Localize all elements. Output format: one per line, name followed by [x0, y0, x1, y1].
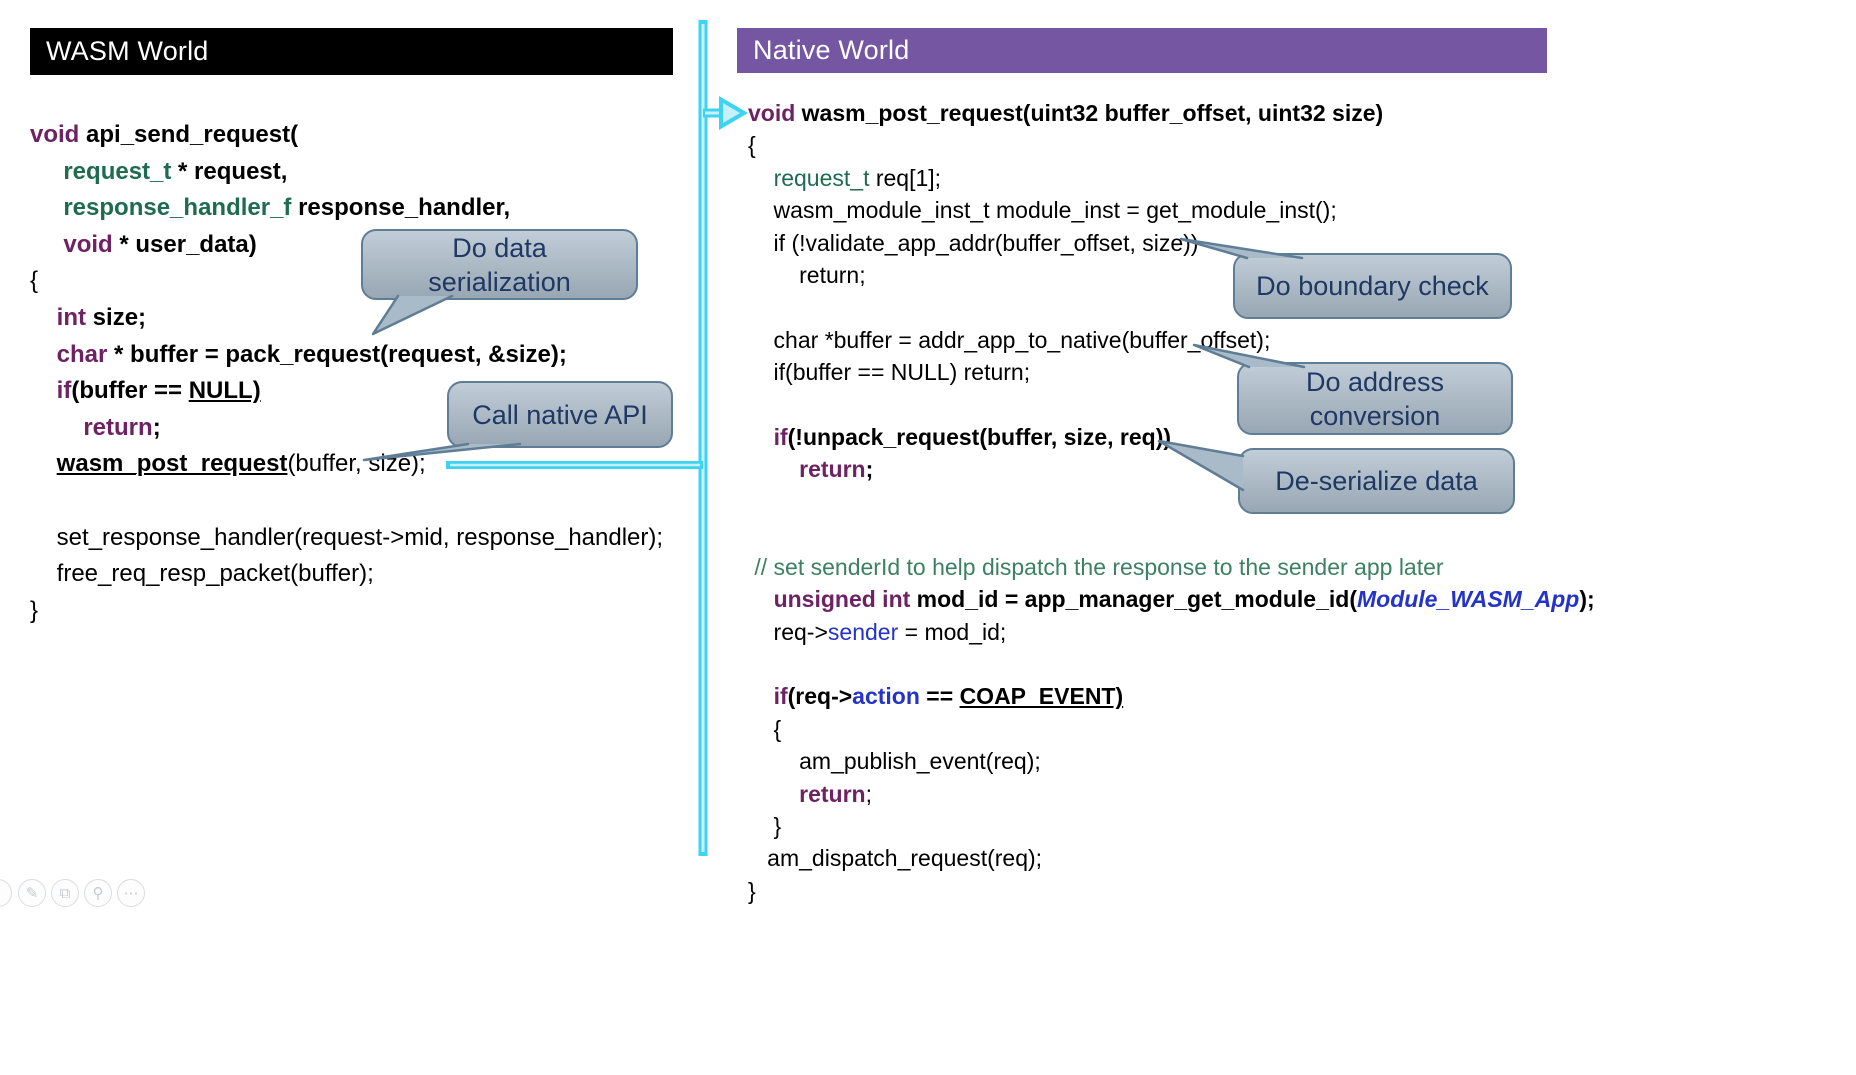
- callout-do-boundary-check: Do boundary check: [1233, 253, 1512, 319]
- code-line: int size;: [56, 303, 147, 331]
- code-line: {: [30, 267, 39, 295]
- callout-do-data-serialization: Do data serialization: [361, 229, 638, 300]
- code-line: request_t * request,: [63, 157, 288, 185]
- code-line: return;: [799, 780, 872, 807]
- slides-icon: ⧉: [59, 884, 71, 902]
- native-world-title: Native World: [753, 35, 910, 65]
- wasm-world-title: WASM World: [46, 36, 209, 66]
- callout-do-boundary-check-label: Do boundary check: [1256, 271, 1489, 301]
- code-line: {: [748, 715, 782, 742]
- code-line: wasm_post_request(buffer, size);: [56, 450, 426, 478]
- code-line: free_req_resp_packet(buffer);: [30, 560, 374, 588]
- code-line: wasm_module_inst_t module_inst = get_mod…: [748, 197, 1337, 224]
- code-line: }: [748, 877, 756, 904]
- slides-button[interactable]: ⧉: [51, 879, 79, 907]
- code-line: set_response_handler(request->mid, respo…: [30, 523, 664, 551]
- code-line: }: [748, 812, 782, 839]
- code-line: return;: [748, 262, 866, 289]
- code-line: if (!validate_app_addr(buffer_offset, si…: [748, 229, 1199, 256]
- code-line: [748, 648, 1595, 680]
- code-line: if(buffer == NULL) return;: [748, 359, 1031, 386]
- code-line: if(!unpack_request(buffer, size, req)): [773, 424, 1172, 451]
- code-line: response_handler_f response_handler,: [63, 194, 511, 222]
- more-options-button[interactable]: ⋯: [117, 879, 145, 907]
- code-line: // set senderId to help dispatch the res…: [754, 553, 1444, 580]
- code-line: void api_send_request(: [30, 121, 299, 148]
- toolbar-edge-button[interactable]: [0, 879, 12, 907]
- native-code-block: void wasm_post_request(uint32 buffer_off…: [748, 97, 1595, 907]
- callout-call-native-api: Call native API: [447, 381, 673, 448]
- code-line: void wasm_post_request(uint32 buffer_off…: [748, 100, 1384, 126]
- wasm-code-block: void api_send_request( request_t * reque…: [30, 117, 663, 629]
- native-world-header: Native World: [737, 28, 1547, 73]
- wasm-world-header: WASM World: [30, 28, 673, 75]
- callout-call-native-api-label: Call native API: [472, 399, 648, 430]
- code-line: if(buffer == NULL): [56, 377, 261, 405]
- code-line: am_publish_event(req);: [748, 748, 1041, 775]
- code-line: {: [748, 132, 756, 159]
- code-line: req->sender = mod_id;: [748, 618, 1007, 645]
- code-line: am_dispatch_request(req);: [748, 845, 1043, 872]
- code-line: unsigned int mod_id = app_manager_get_mo…: [773, 586, 1595, 613]
- code-line: char * buffer = pack_request(request, &s…: [56, 340, 567, 368]
- code-line: void * user_data): [63, 230, 257, 258]
- callout-do-data-serialization-label: Do data serialization: [428, 232, 571, 297]
- callout-de-serialize-data: De-serialize data: [1238, 448, 1515, 514]
- code-line: }: [30, 596, 39, 624]
- code-line: return;: [799, 456, 874, 483]
- pen-icon: ✎: [25, 885, 39, 902]
- code-line: [748, 518, 1595, 550]
- callout-de-serialize-data-label: De-serialize data: [1275, 466, 1478, 496]
- code-line: if(req->action == COAP_EVENT): [773, 683, 1124, 710]
- code-line: return;: [83, 413, 161, 441]
- magnifier-icon: ⚲: [92, 885, 104, 902]
- code-line: [30, 483, 663, 520]
- code-line: request_t req[1];: [773, 164, 942, 191]
- code-line: char *buffer = addr_app_to_native(buffer…: [748, 326, 1271, 353]
- callout-do-address-conversion: Do address conversion: [1237, 362, 1513, 435]
- more-options-icon: ⋯: [123, 885, 139, 902]
- callout-do-address-conversion-label: Do address conversion: [1305, 366, 1445, 431]
- magnifier-button[interactable]: ⚲: [84, 879, 112, 907]
- pen-button[interactable]: ✎: [18, 879, 46, 907]
